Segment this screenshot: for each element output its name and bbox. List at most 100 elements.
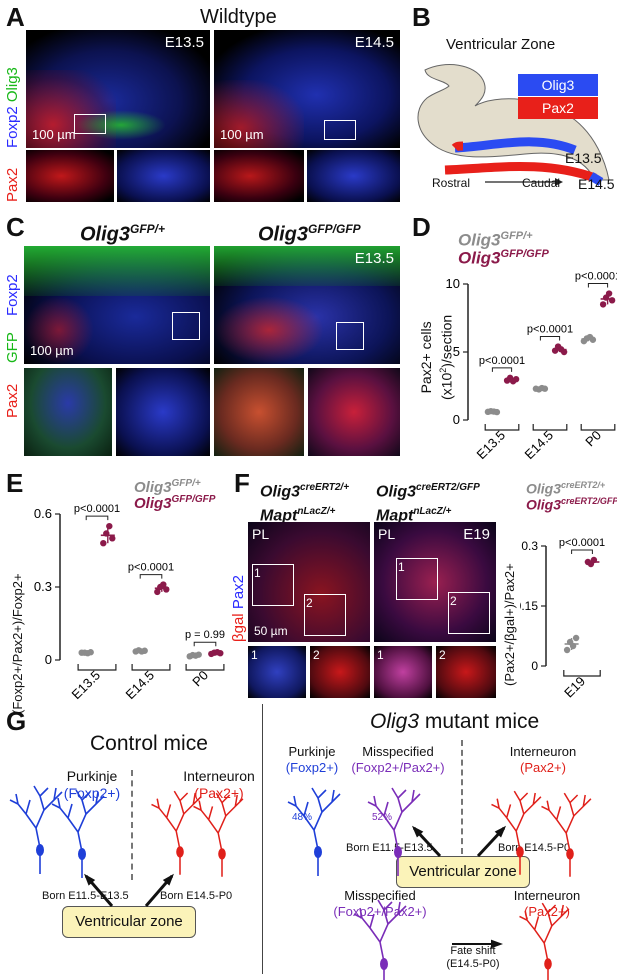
- control-divider: [131, 770, 133, 880]
- misspecified-neuron: [367, 787, 421, 876]
- inset-a-1: [26, 150, 114, 202]
- inset-c-3: [214, 368, 304, 456]
- legend-olig3: Olig3: [518, 74, 598, 96]
- legend-e-het: Olig3GFP/+: [134, 478, 201, 496]
- y-tick-label: 0: [45, 652, 52, 667]
- scalebar-label: 50 µm: [254, 624, 288, 638]
- category-bracket: [484, 424, 520, 431]
- purkinje-neuron: [51, 789, 105, 878]
- inset-c-4: [308, 368, 400, 456]
- scalebar-label: 100 µm: [30, 343, 74, 358]
- inset-a-2: [117, 150, 210, 202]
- section-divider: [262, 704, 263, 974]
- misspecified-neuron: [353, 899, 407, 980]
- legend-d-null: Olig3GFP/GFP: [458, 248, 549, 268]
- mutant-vz-box: Ventricular zone: [396, 856, 530, 888]
- genotype-het: Olig3GFP/+: [80, 222, 166, 246]
- scalebar-label: 100 µm: [32, 127, 76, 142]
- x-tick-label: E14.5: [122, 668, 157, 700]
- legend-f-ctrl: Olig3creERT2/+: [526, 480, 606, 497]
- data-point: [563, 646, 571, 654]
- mutant-title: Olig3 mutant mice: [370, 710, 540, 733]
- data-point: [608, 297, 616, 304]
- inset-f-1: 1: [248, 646, 306, 698]
- inset-a-3: [214, 150, 304, 202]
- genotype-null: Olig3GFP/GFP: [258, 222, 361, 246]
- inset-c-1: [24, 368, 112, 456]
- panel-e-ylabel: (Foxp2+/Pax2+)/Foxp2+: [10, 573, 25, 714]
- panel-label-e: E: [6, 468, 24, 498]
- x-tick-label: P0: [582, 428, 604, 450]
- x-tick-label: E13.5: [473, 428, 508, 463]
- panel-label-f: F: [234, 468, 250, 498]
- micrograph-a-e145-stage: E14.5: [354, 34, 394, 51]
- inset-c-2: [116, 368, 210, 456]
- data-point: [605, 290, 613, 297]
- panel-f-ylabel: (Pax2+/βgal+)/Pax2+: [502, 563, 517, 686]
- control-interneuron-label: Interneuron(Pax2+): [183, 768, 255, 801]
- pl-label: PL: [378, 526, 396, 542]
- inset-box-2: [304, 594, 346, 636]
- x-tick-label: P0: [189, 668, 211, 690]
- p-value-label: p = 0.99: [185, 629, 225, 641]
- p-value-label: p<0.0001: [74, 503, 120, 515]
- inset-box-1: [396, 558, 438, 600]
- inset-box-1: [252, 564, 294, 606]
- y-tick-label: 0.3: [521, 539, 538, 553]
- arrow-mutant-late-head: [494, 825, 507, 838]
- data-point: [572, 634, 580, 642]
- significance-bracket: [491, 367, 513, 372]
- mutant-born-late: Born E14.5-P0: [498, 842, 571, 854]
- micrograph-c-het: 100 µm: [24, 246, 210, 364]
- category-bracket: [580, 424, 616, 431]
- micrograph-a-e135-stage: E13.5: [164, 34, 204, 51]
- interneuron: [519, 902, 570, 980]
- data-point: [163, 586, 170, 593]
- arrow-mutant-early-head: [411, 825, 424, 838]
- control-purkinje-label: Purkinje(Foxp2+): [63, 768, 121, 801]
- p-value-label: p<0.0001: [575, 271, 617, 283]
- p-value-label: p<0.0001: [527, 324, 573, 336]
- panel-label-b: B: [412, 2, 431, 32]
- mutant-purkinje-label: Purkinje(Foxp2+): [285, 744, 339, 775]
- significance-bracket: [571, 549, 593, 554]
- inset-f-2: 2: [310, 646, 370, 698]
- x-tick-label: E14.5: [521, 428, 556, 463]
- mutant-divider: [461, 740, 463, 854]
- micrograph-c-stage: E13.5: [354, 250, 394, 267]
- stage-label-e135: E13.5: [565, 150, 602, 166]
- data-point: [106, 522, 113, 530]
- scalebar-label: 100 µm: [220, 127, 264, 142]
- pct-purkinje: 48%: [292, 812, 313, 823]
- significance-bracket: [139, 574, 163, 579]
- y-tick-label: 0.3: [34, 579, 52, 594]
- panel-label-d: D: [412, 212, 431, 242]
- category-bracket: [185, 664, 225, 671]
- purkinje-neuron: [287, 787, 341, 876]
- control-born-late: Born E14.5-P0: [160, 890, 233, 902]
- y-tick-label: 5: [453, 344, 460, 359]
- legend-pax2: Pax2: [518, 97, 598, 119]
- genotype-f-left: Olig3creERT2/+ MaptnLacZ/+: [260, 482, 350, 525]
- significance-bracket: [587, 283, 609, 288]
- data-point: [599, 301, 607, 308]
- significance-bracket: [539, 336, 561, 341]
- inset-box: [324, 120, 356, 140]
- micrograph-f-stage: E19: [463, 526, 490, 543]
- data-point: [100, 540, 107, 547]
- micrograph-f-ctrl: PL 1 2 50 µm: [248, 522, 370, 642]
- purkinje-neuron: [9, 785, 63, 874]
- interneuron: [193, 792, 244, 877]
- micrograph-c-null: E13.5: [214, 246, 400, 364]
- legend-f-mut: Olig3creERT2/GFP: [526, 496, 617, 513]
- neuron-schematic: [9, 785, 592, 980]
- p-value-label: p<0.0001: [479, 355, 525, 367]
- interneuron: [491, 790, 542, 875]
- panel-b-title: Ventricular Zone: [446, 36, 556, 53]
- micrograph-a-e145: E14.5 100 µm: [214, 30, 400, 148]
- inset-f-4: 2: [436, 646, 496, 698]
- category-bracket: [131, 664, 171, 671]
- arrow-control-early-head: [84, 873, 96, 886]
